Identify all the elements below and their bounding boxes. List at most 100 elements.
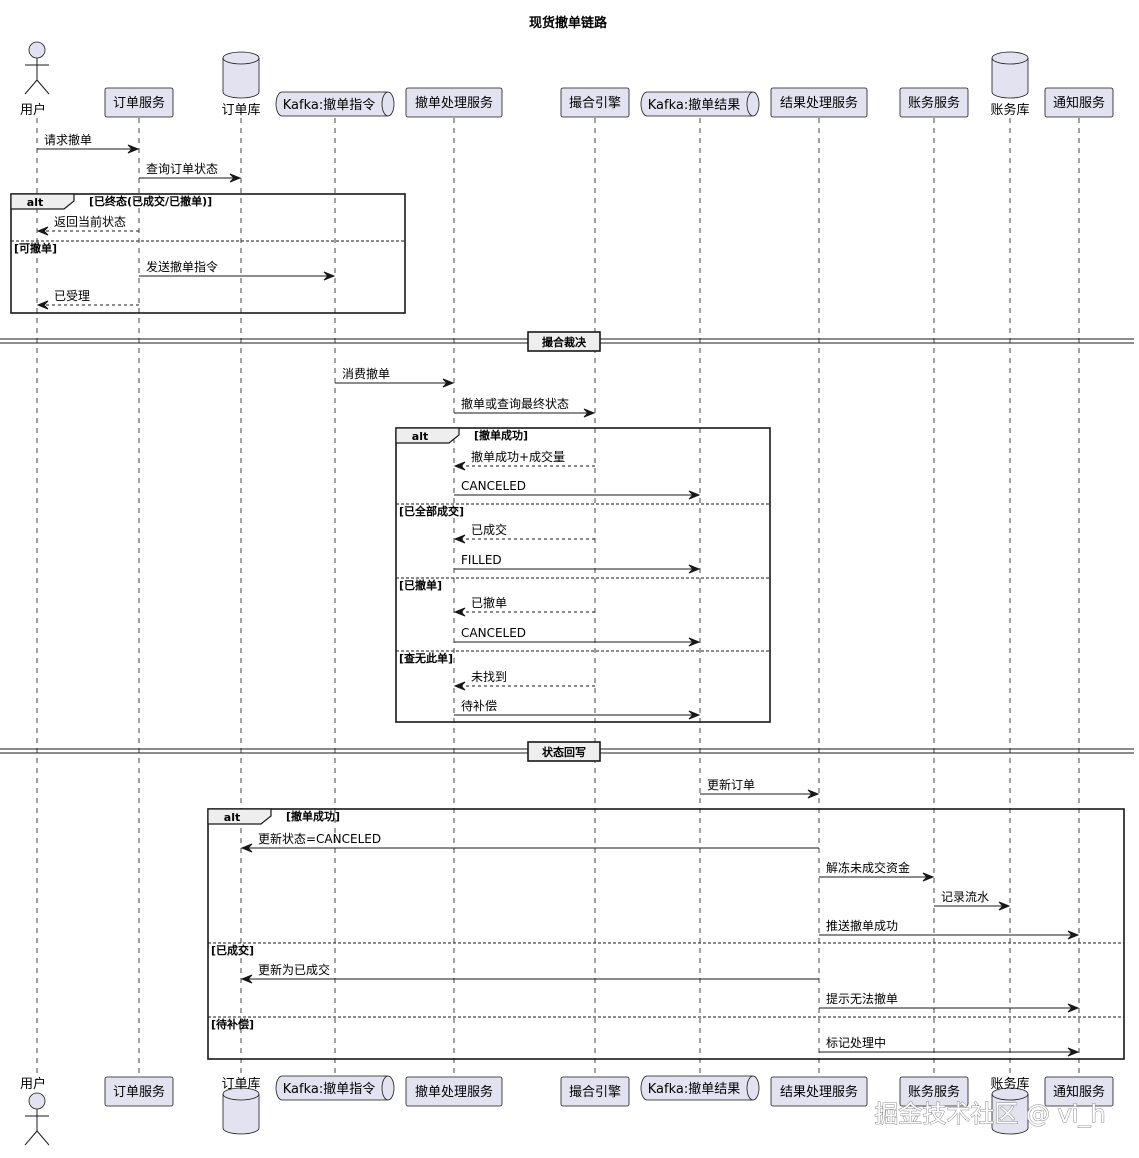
participant-box (770, 87, 868, 118)
message-arrowhead (323, 271, 336, 281)
participant-resultsvc-top: 结果处理服务 (770, 87, 868, 118)
message-label: 标记处理中 (826, 1035, 886, 1050)
divider-box (527, 741, 601, 762)
message-18: 解冻未成交资金 (819, 860, 935, 882)
participant-label: 账务服务 (908, 95, 960, 111)
fragment-tab (207, 808, 272, 825)
message-arrowhead (688, 490, 701, 500)
message-label: 推送撤单成功 (826, 918, 898, 933)
participant-label: 账务库 (990, 102, 1029, 118)
fragment-keyword: alt (412, 430, 428, 443)
message-13: CANCELED (454, 626, 701, 647)
fragment-condition: [已全部成交] (399, 504, 464, 518)
message-arrowhead (453, 681, 466, 691)
message-2: 查询订单状态 (139, 162, 242, 183)
message-arrowhead (1067, 930, 1080, 940)
queue-end (381, 91, 389, 117)
database-shape (222, 1087, 260, 1135)
participant-box (405, 87, 503, 118)
diagram-title: 现货撤单链路 (529, 15, 608, 31)
fragment-condition: [已成交] (211, 943, 254, 957)
message-arrowhead (1067, 1003, 1080, 1013)
fragment-condition: [查无此单] (399, 651, 453, 665)
participant-engine-top: 撮合引擎 (560, 87, 630, 118)
database-lid (222, 57, 260, 65)
fragment-frame (207, 808, 1125, 1060)
watermark: 掘金技术社区 @ vi_h (874, 1100, 1105, 1128)
message-8: 撤单成功+成交量 (453, 449, 595, 471)
message-15: 待补偿 (454, 698, 701, 720)
message-9: CANCELED (454, 479, 701, 500)
participant-label: 订单服务 (113, 1084, 165, 1100)
message-12: 已撤单 (453, 595, 595, 617)
message-20: 推送撤单成功 (819, 918, 1080, 940)
message-label: 未找到 (471, 670, 507, 684)
message-arrowhead (922, 872, 935, 882)
message-arrowhead (240, 974, 253, 984)
message-arrowhead (688, 564, 701, 574)
participant-box (104, 87, 174, 118)
message-label: CANCELED (461, 479, 526, 493)
message-arrowhead (442, 378, 455, 388)
participant-box (770, 1076, 868, 1107)
participant-kcancel-top: Kafka:撤单指令 (275, 91, 395, 117)
fragment-keyword: alt (27, 196, 43, 209)
message-21: 更新为已成交 (240, 962, 819, 984)
participant-box (899, 1076, 969, 1107)
divider-label: 撮合裁决 (542, 335, 587, 349)
message-label: 发送撤单指令 (146, 259, 218, 274)
actor-leg-right (36, 79, 50, 95)
fragment-condition: [撤单成功] (286, 809, 340, 823)
participant-label: 撤单处理服务 (415, 1084, 493, 1100)
message-label: 提示无法撤单 (826, 991, 898, 1006)
fragment-condition: [已终态(已成交/已撤单)] (89, 194, 212, 208)
divider-label: 状态回写 (542, 745, 586, 759)
database-lid (991, 1093, 1029, 1101)
queue-end (746, 1075, 754, 1101)
participant-order-bottom: 订单服务 (104, 1076, 174, 1107)
actor-leg-left (24, 1130, 38, 1146)
fragment-frame (395, 427, 771, 723)
message-17: 更新状态=CANCELED (240, 831, 819, 853)
participant-label: 结果处理服务 (780, 1084, 858, 1100)
actor-leg-left (24, 79, 38, 95)
fragment-condition: [可撤单] (14, 241, 57, 255)
message-label: 记录流水 (941, 890, 989, 904)
message-11: FILLED (454, 553, 701, 574)
participant-label: 撮合引擎 (569, 95, 621, 111)
participant-box (560, 87, 630, 118)
participant-label: 账务库 (990, 1076, 1029, 1092)
lifelines (36, 118, 1080, 1080)
participant-box (1044, 1076, 1114, 1107)
participant-notify-top: 通知服务 (1044, 87, 1114, 118)
message-label: 返回当前状态 (54, 214, 126, 229)
message-arrowhead (36, 226, 49, 236)
participant-cancelsvc-top: 撤单处理服务 (405, 87, 503, 118)
message-arrowhead (229, 173, 242, 183)
message-arrowhead (453, 461, 466, 471)
actor-head (28, 41, 46, 59)
message-label: 更新订单 (707, 777, 755, 792)
participant-resultsvc-bottom: 结果处理服务 (770, 1076, 868, 1107)
divider-box (527, 331, 601, 352)
participant-label: 用户 (20, 102, 46, 118)
participant-accountdb-bottom: 账务库 (990, 1076, 1030, 1135)
participant-user-bottom: 用户 (20, 1076, 50, 1146)
fragment-alt-1: alt [已终态(已成交/已撤单)] [可撤单] (10, 193, 406, 314)
participant-label: Kafka:撤单结果 (648, 1081, 741, 1097)
fragment-alt-3: alt[撤单成功][已成交][待补偿] (207, 808, 1125, 1060)
participant-label: 通知服务 (1053, 95, 1105, 111)
message-arrowhead (127, 144, 140, 154)
message-19: 记录流水 (934, 890, 1011, 911)
participant-kresult-bottom: Kafka:撤单结果 (640, 1075, 760, 1101)
message-3: 返回当前状态 (36, 214, 139, 236)
message-arrowhead (240, 843, 253, 853)
message-label: 待补偿 (461, 698, 497, 713)
message-label: 已撤单 (471, 595, 507, 610)
participant-label: 结果处理服务 (780, 95, 858, 111)
message-1: 请求撤单 (37, 132, 140, 154)
fragment-tab (10, 193, 75, 210)
